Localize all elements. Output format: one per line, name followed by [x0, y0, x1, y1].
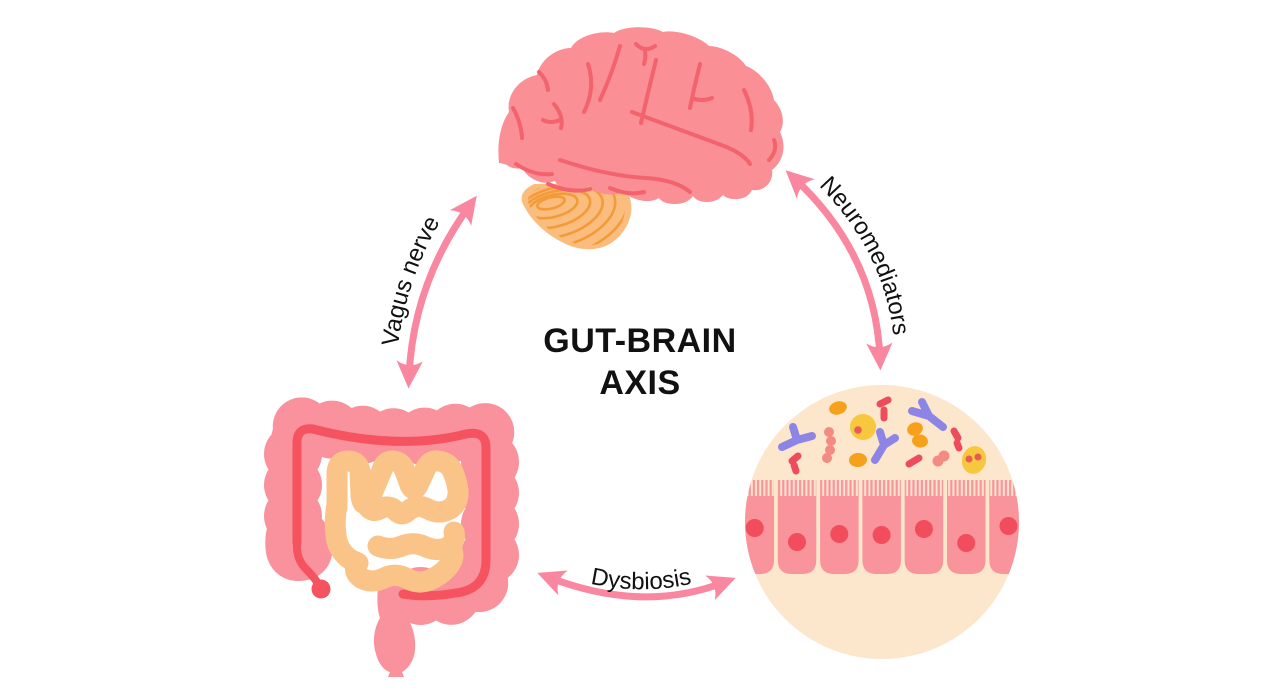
- svg-text:Dysbiosis: Dysbiosis: [589, 563, 693, 595]
- svg-text:Neuromediators: Neuromediators: [814, 171, 914, 336]
- svg-text:GUT-BRAIN: GUT-BRAIN: [543, 322, 736, 360]
- svg-text:Vagus nerve: Vagus nerve: [377, 211, 445, 347]
- svg-text:AXIS: AXIS: [599, 364, 680, 402]
